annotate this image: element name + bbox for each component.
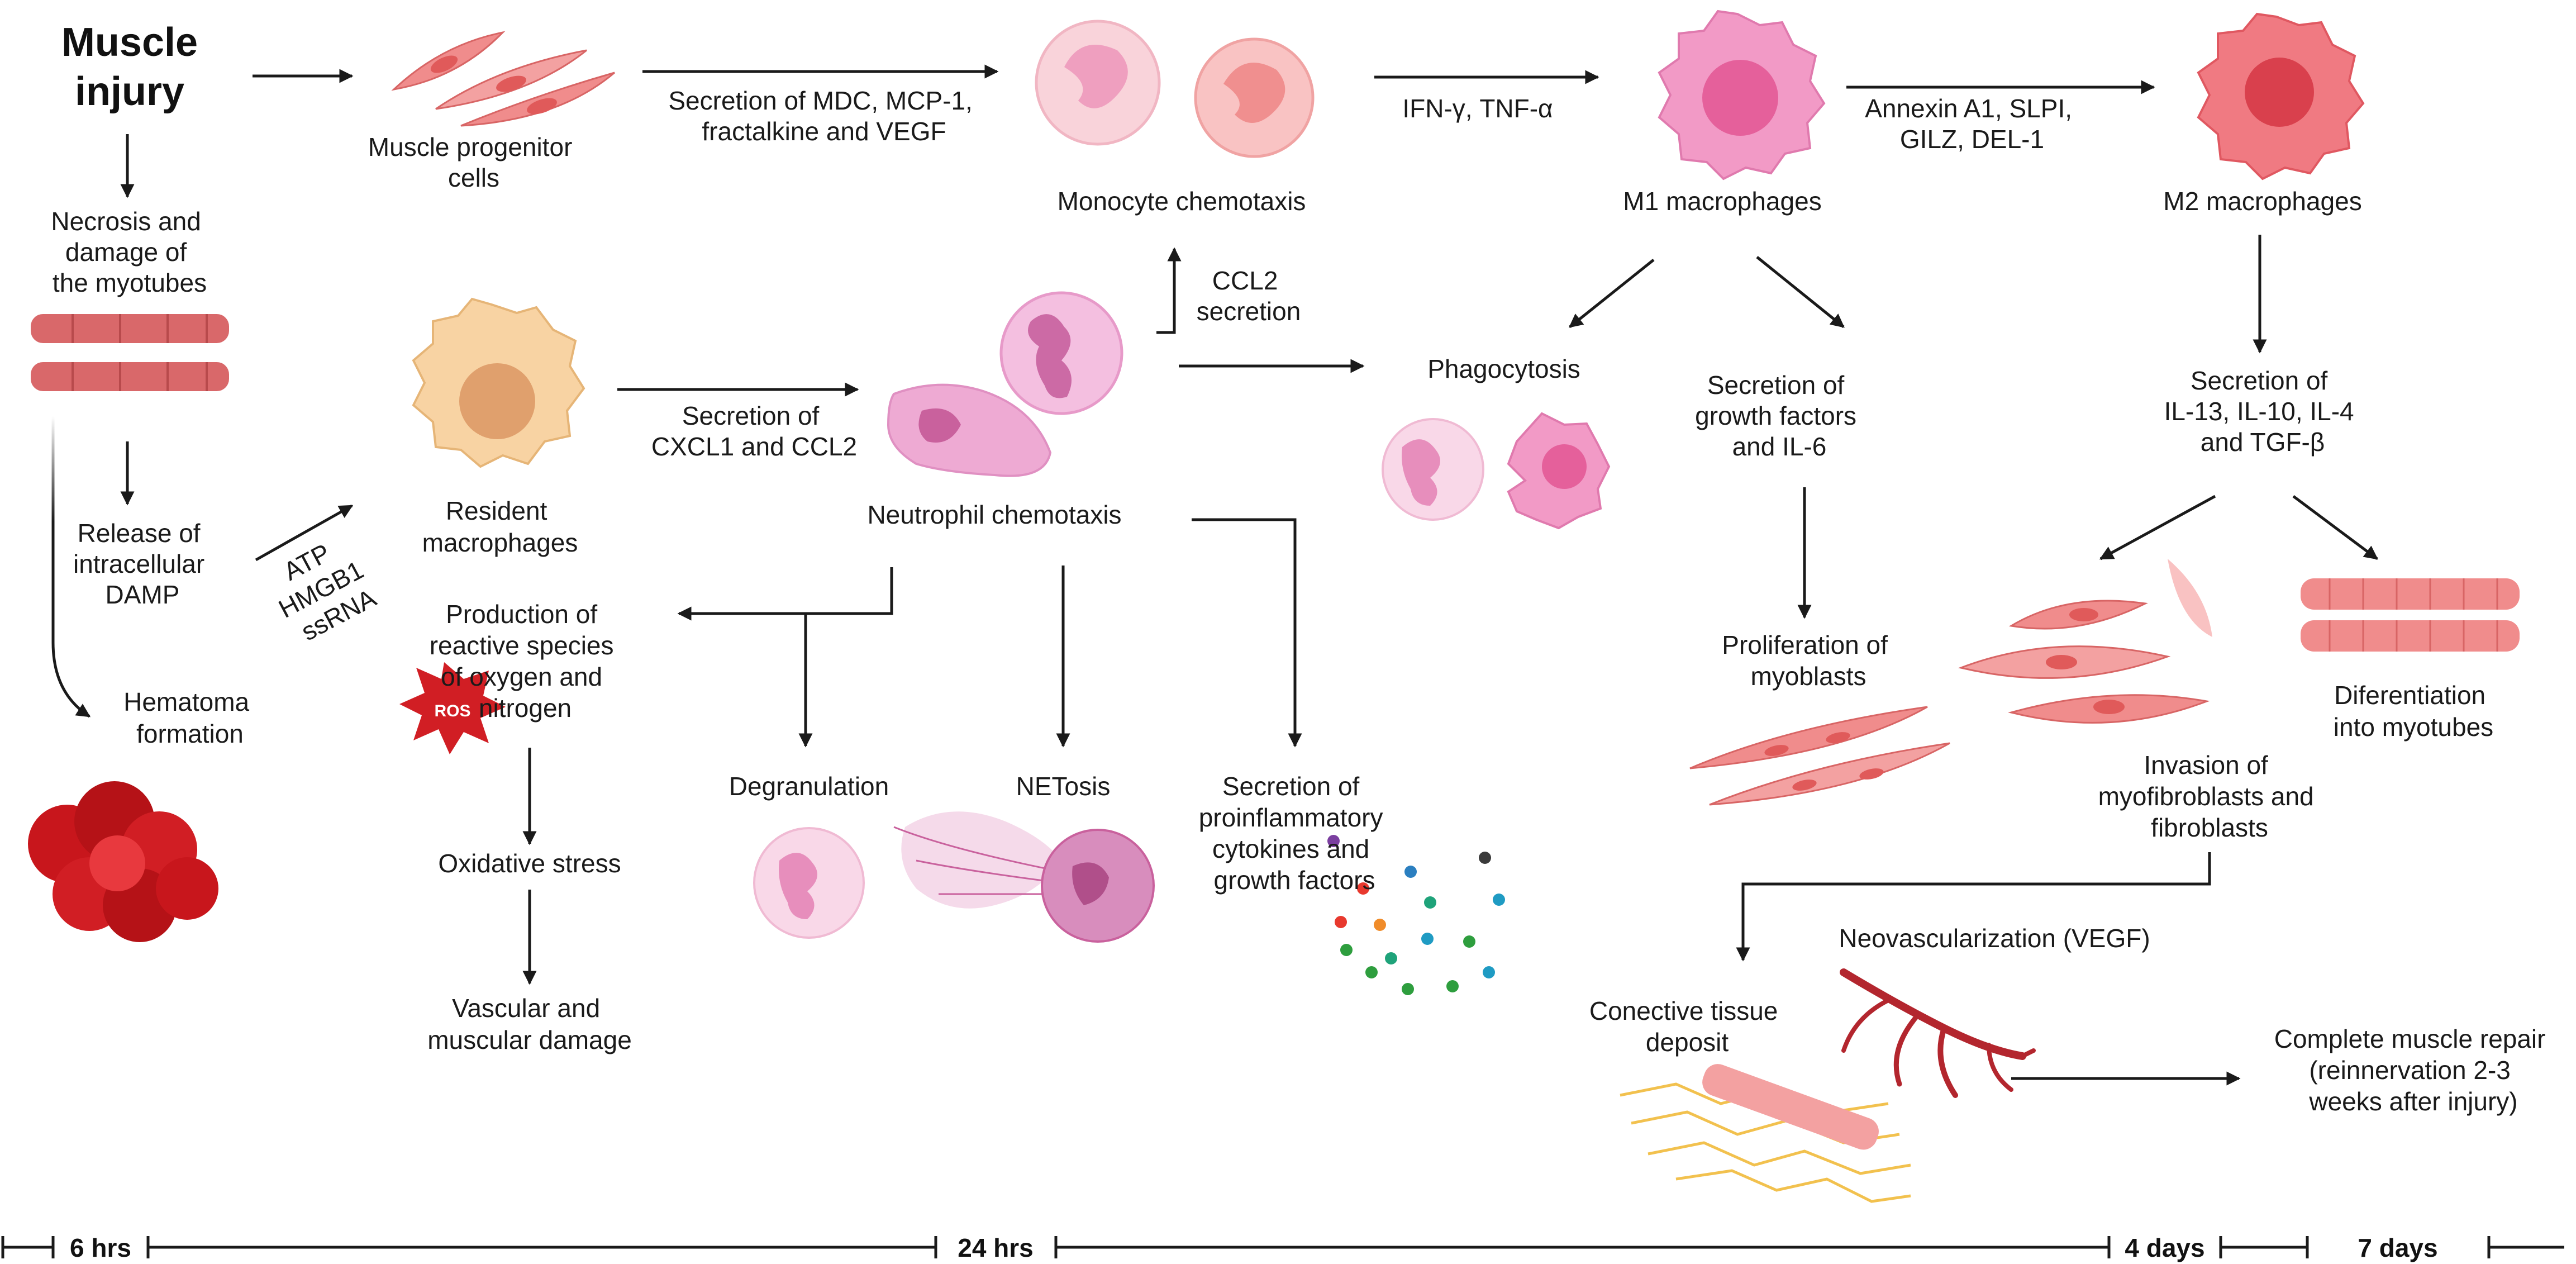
differentiation-label: Diferentiation into myotubes xyxy=(2334,681,2493,742)
necrosis-label: Necrosis and damage of the myotubes xyxy=(51,207,208,297)
m1-macrophage-icon xyxy=(1658,9,1826,180)
resident-macrophage-icon xyxy=(412,297,585,468)
title-line-2: injury xyxy=(75,69,184,114)
damp-list-label: ATP HMGB1 ssRNA xyxy=(259,525,389,651)
ccl2-secretion-label: CCL2 secretion xyxy=(1197,266,1301,326)
complete-repair-label: Complete muscle repair (reinnervation 2-… xyxy=(2274,1024,2553,1116)
phagocytosis-label: Phagocytosis xyxy=(1427,354,1580,383)
neovascularization-label: Neovascularization (VEGF) xyxy=(1839,924,2150,953)
hematoma-icon xyxy=(28,781,218,942)
vascular-damage-label: Vascular and muscular damage xyxy=(427,994,632,1054)
netosis-icon xyxy=(893,811,1155,943)
monocyte-cells-icon xyxy=(1035,20,1315,158)
proliferating-myoblasts-icon xyxy=(1689,706,1950,806)
ros-starburst-icon: ROS xyxy=(399,662,506,754)
degranulation-icon xyxy=(753,827,865,939)
muscle-progenitor-label: Muscle progenitor cells xyxy=(368,132,579,192)
timeline-6hrs: 6 hrs xyxy=(70,1233,131,1262)
muscle-progenitor-cells-icon xyxy=(391,31,615,127)
timeline-24hrs: 24 hrs xyxy=(958,1233,1034,1262)
ifn-tnf-label: IFN-γ, TNF-α xyxy=(1402,94,1553,123)
connector-arrows xyxy=(51,64,2379,1086)
reactive-species-label: Production of reactive species of oxygen… xyxy=(430,600,621,723)
oxidative-stress-label: Oxidative stress xyxy=(438,849,621,878)
conective-tissue-label: Conective tissue deposit xyxy=(1589,996,1785,1057)
damaged-myotubes-icon xyxy=(31,314,229,391)
netosis-label: NETosis xyxy=(1016,772,1111,801)
invasion-label: Invasion of myofibroblasts and fibroblas… xyxy=(2098,750,2321,842)
differentiated-myotubes-icon xyxy=(2301,578,2520,652)
m2-macrophage-icon xyxy=(2197,12,2365,180)
m1-macrophages-label: M1 macrophages xyxy=(1623,187,1821,216)
secretion-mdc-label: Secretion of MDC, MCP-1, fractalkine and… xyxy=(668,86,979,146)
connective-tissue-icon xyxy=(1620,1064,1911,1203)
blood-vessel-icon xyxy=(1840,968,2036,1098)
release-damp-label: Release of intracellular DAMP xyxy=(73,519,212,609)
secretion-cxcl1-label: Secretion of CXCL1 and CCL2 xyxy=(651,401,857,461)
proliferation-label: Proliferation of myoblasts xyxy=(1722,630,1894,691)
monocyte-chemotaxis-label: Monocyte chemotaxis xyxy=(1058,187,1306,216)
m2-macrophages-label: M2 macrophages xyxy=(2163,187,2361,216)
growth-factors-label: Secretion of growth factors and IL-6 xyxy=(1695,370,1864,461)
il13-label: Secretion of IL-13, IL-10, IL-4 and TGF-… xyxy=(2164,366,2361,457)
title-line-1: Muscle xyxy=(61,20,198,65)
timeline-7days: 7 days xyxy=(2358,1233,2437,1262)
timeline xyxy=(1,1236,2564,1258)
annexin-label: Annexin A1, SLPI, GILZ, DEL-1 xyxy=(1865,94,2079,154)
ros-label: ROS xyxy=(434,702,470,720)
hematoma-label: Hematoma formation xyxy=(123,687,256,748)
neutrophil-chemotaxis-label: Neutrophil chemotaxis xyxy=(867,500,1121,529)
proinflammatory-label: Secretion of proinflammatory cytokines a… xyxy=(1199,772,1391,895)
neutrophil-cells-icon xyxy=(887,291,1123,477)
resident-macrophages-label: Resident macrophages xyxy=(422,496,578,557)
phagocytosis-icon xyxy=(1382,412,1611,530)
degranulation-label: Degranulation xyxy=(729,772,889,801)
timeline-4days: 4 days xyxy=(2125,1233,2204,1262)
fibroblasts-icon xyxy=(1958,559,2212,724)
cytokine-dots-icon xyxy=(1327,835,1505,995)
